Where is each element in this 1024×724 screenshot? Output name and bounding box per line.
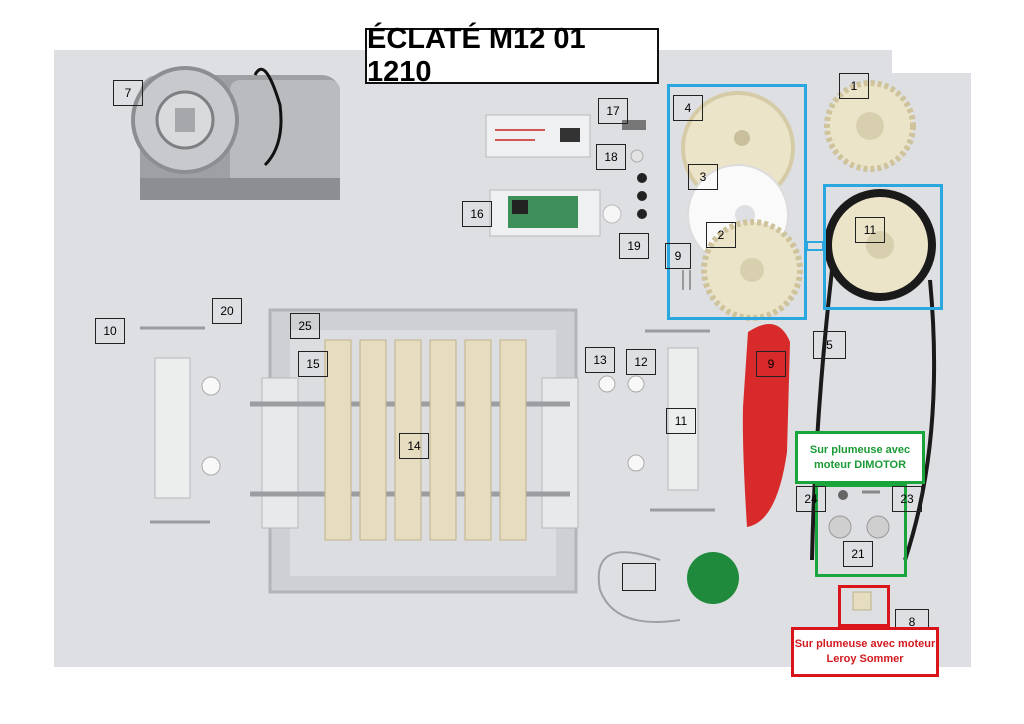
part-label: 4 [673, 95, 703, 121]
part-label-empty [622, 563, 656, 591]
part-label: 16 [462, 201, 492, 227]
part-label: 12 [626, 349, 656, 375]
part-label: 10 [95, 318, 125, 344]
part-label: 20 [212, 298, 242, 324]
part-label: 13 [585, 347, 615, 373]
motor-part [131, 66, 340, 200]
bearing-block-right [667, 347, 699, 491]
switch-part [622, 120, 646, 130]
part-label: 24 [796, 486, 826, 512]
part-label: 19 [619, 233, 649, 259]
green-frame [815, 484, 907, 577]
part-label: 25 [290, 313, 320, 339]
part-label: 2 [706, 222, 736, 248]
control-box-part [485, 114, 591, 158]
part-label: 18 [596, 144, 626, 170]
sensor-part [687, 552, 739, 604]
note-leroy-sommer: Sur plumeuse avec moteur Leroy Sommer [791, 627, 939, 677]
part-label: 14 [399, 433, 429, 459]
part-label: 17 [598, 98, 628, 124]
part-label: 15 [298, 351, 328, 377]
red-frame [838, 585, 890, 627]
part-label: 21 [843, 541, 873, 567]
part-label: 5 [813, 331, 846, 359]
sensor-cable [597, 551, 681, 623]
part-label: 23 [892, 486, 922, 512]
blue-link [806, 241, 824, 251]
part-label: 7 [113, 80, 143, 106]
part-label: 11 [666, 408, 696, 434]
coupling-part [852, 591, 872, 611]
blue-frame-gears [667, 84, 807, 320]
blue-frame-pulley [823, 184, 943, 310]
part-label: 3 [688, 164, 718, 190]
page-title: ÉCLATÉ M12 01 1210 [365, 23, 659, 88]
part-label: 11 [855, 217, 885, 243]
part-label: 1 [839, 73, 869, 99]
scraper-part [742, 324, 790, 527]
bearing-block-left [154, 357, 191, 499]
part-label: 9 [756, 351, 786, 377]
note-dimotor: Sur plumeuse avec moteur DIMOTOR [795, 431, 925, 484]
part-label: 9 [665, 243, 691, 269]
